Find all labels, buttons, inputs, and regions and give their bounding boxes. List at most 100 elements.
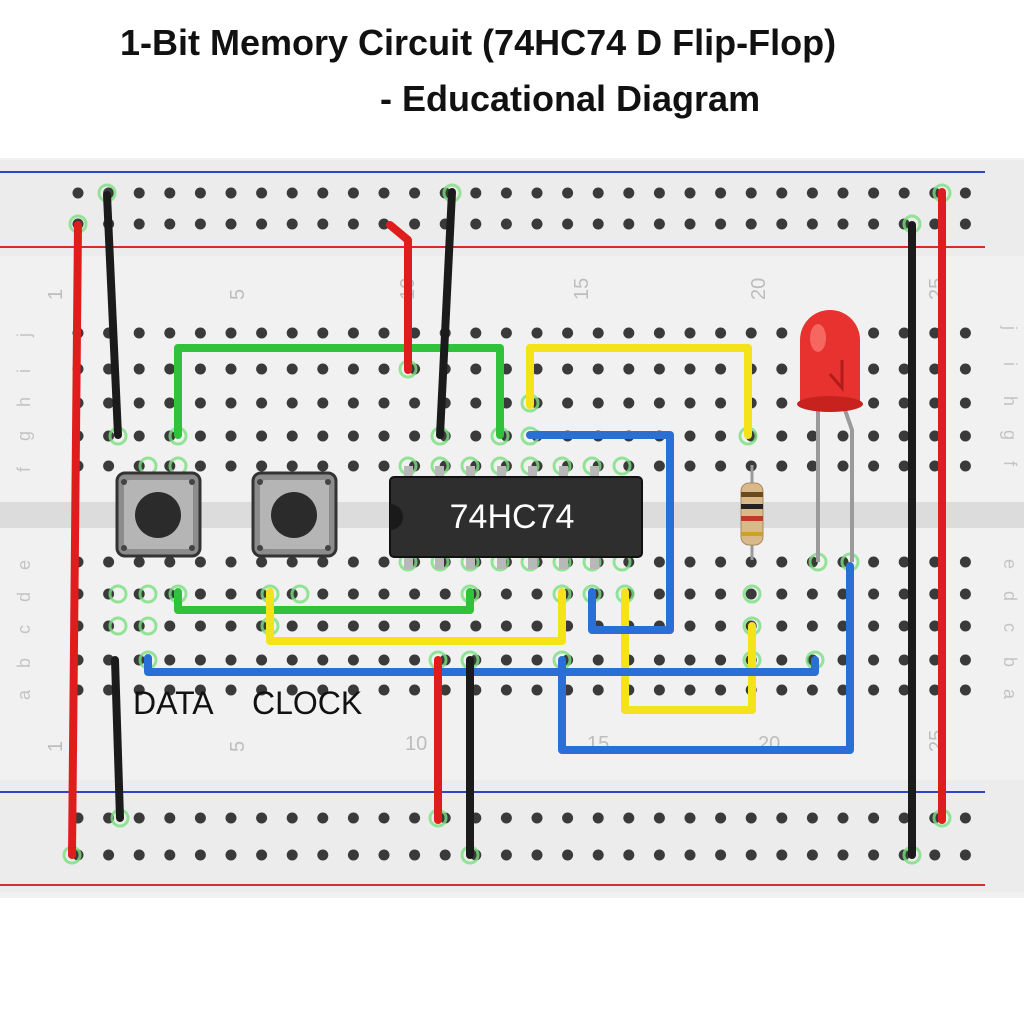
- hole-r1-c13: [470, 363, 482, 375]
- hole-r3-c29: [959, 430, 971, 442]
- rail-top-a-11: [409, 187, 421, 199]
- hole-r1-c19: [653, 363, 665, 375]
- rail-top-a-22: [745, 187, 757, 199]
- hole-r2-c6: [256, 397, 268, 409]
- rail-bot-a-18: [623, 812, 635, 824]
- chip-pin-bottom-7: [590, 557, 599, 569]
- hole-r9-c4: [194, 684, 206, 696]
- hole-r5-c1: [103, 556, 115, 568]
- rail-bot-b-26: [868, 849, 880, 861]
- hole-r1-c7: [286, 363, 298, 375]
- rail-bot-a-20: [684, 812, 696, 824]
- hole-r0-c22: [745, 327, 757, 339]
- hole-r5-c7: [286, 556, 298, 568]
- hole-r0-c15: [531, 327, 543, 339]
- hole-r9-c17: [592, 684, 604, 696]
- hole-r9-c27: [898, 684, 910, 696]
- hole-r3-c23: [776, 430, 788, 442]
- hole-r9-c7: [286, 684, 298, 696]
- hole-r9-c14: [500, 684, 512, 696]
- wire-black-gnd: [436, 188, 456, 439]
- rail-bot-a-6: [256, 812, 268, 824]
- hole-r0-c27: [898, 327, 910, 339]
- hole-r8-c8: [317, 654, 329, 666]
- rail-top-b-8: [317, 218, 329, 230]
- row-letter-f-right: f: [1000, 461, 1020, 467]
- wire-blue-led: [558, 562, 854, 754]
- row-letter-d-left: d: [14, 592, 34, 602]
- hole-r2-c8: [317, 397, 329, 409]
- hole-r7-c8: [317, 620, 329, 632]
- hole-r3-c20: [684, 430, 696, 442]
- push-button-data[interactable]: [115, 471, 202, 558]
- rail-bot-b-3: [164, 849, 176, 861]
- rail-bot-b-28: [929, 849, 941, 861]
- rail-top-a-10: [378, 187, 390, 199]
- hole-r2-c10: [378, 397, 390, 409]
- bottom-rail-strip: [0, 780, 1024, 892]
- rail-bot-a-23: [776, 812, 788, 824]
- hole-r0-c7: [286, 327, 298, 339]
- hole-r3-c11: [409, 430, 421, 442]
- hole-r8-c17: [592, 654, 604, 666]
- hole-r1-c5: [225, 363, 237, 375]
- hole-r5-c3: [164, 556, 176, 568]
- rail-bot-a-25: [837, 812, 849, 824]
- hole-r6-c24: [806, 588, 818, 600]
- hole-r8-c11: [409, 654, 421, 666]
- hole-r0-c3: [164, 327, 176, 339]
- wire-black-left-bottom: [111, 656, 124, 822]
- hole-r8-c6: [256, 654, 268, 666]
- wire-red-left: [68, 221, 82, 859]
- row-letter-b-right: b: [1000, 657, 1020, 667]
- hole-r7-c20: [684, 620, 696, 632]
- rail-top-b-24: [806, 218, 818, 230]
- hole-r1-c17: [592, 363, 604, 375]
- rail-bot-b-8: [317, 849, 329, 861]
- hole-r9-c5: [225, 684, 237, 696]
- hole-r2-c29: [959, 397, 971, 409]
- rail-top-a-29: [959, 187, 971, 199]
- hole-r1-c6: [256, 363, 268, 375]
- hole-r8-c9: [347, 654, 359, 666]
- hole-r6-c5: [225, 588, 237, 600]
- hole-r1-c28: [929, 363, 941, 375]
- rail-top-a-19: [653, 187, 665, 199]
- resistor: [740, 465, 764, 560]
- rail-top-b-25: [837, 218, 849, 230]
- rail-bot-a-7: [286, 812, 298, 824]
- hole-r6-c8: [317, 588, 329, 600]
- hole-r3-c24: [806, 430, 818, 442]
- hole-r1-c16: [562, 363, 574, 375]
- hole-r4-c9: [347, 460, 359, 472]
- hole-r5-c9: [347, 556, 359, 568]
- row-letter-e-left: e: [14, 560, 34, 570]
- hole-r7-c4: [194, 620, 206, 632]
- push-button-clock[interactable]: [251, 471, 338, 558]
- top-rail-strip: [0, 160, 1024, 256]
- wire-blue-data: [144, 654, 819, 676]
- hole-r5-c22: [745, 556, 757, 568]
- hole-r3-c2: [133, 430, 145, 442]
- hole-r9-c6: [256, 684, 268, 696]
- rail-top-a-24: [806, 187, 818, 199]
- hole-r1-c29: [959, 363, 971, 375]
- diagram-title-line1: 1-Bit Memory Circuit (74HC74 D Flip-Flop…: [120, 22, 837, 63]
- active-hole-42: [612, 456, 632, 476]
- hole-r8-c15: [531, 654, 543, 666]
- rail-top-b-15: [531, 218, 543, 230]
- rail-bot-b-5: [225, 849, 237, 861]
- hole-r2-c5: [225, 397, 237, 409]
- rail-top-b-26: [868, 218, 880, 230]
- hole-r8-c21: [715, 654, 727, 666]
- hole-r1-c9: [347, 363, 359, 375]
- hole-r6-c27: [898, 588, 910, 600]
- hole-r5-c8: [317, 556, 329, 568]
- wire-yellow-bottom-left: [266, 588, 566, 645]
- hole-r0-c19: [653, 327, 665, 339]
- hole-r7-c24: [806, 620, 818, 632]
- rail-top-a-20: [684, 187, 696, 199]
- hole-r2-c16: [562, 397, 574, 409]
- chip-pin-bottom-1: [404, 557, 413, 569]
- hole-r8-c14: [500, 654, 512, 666]
